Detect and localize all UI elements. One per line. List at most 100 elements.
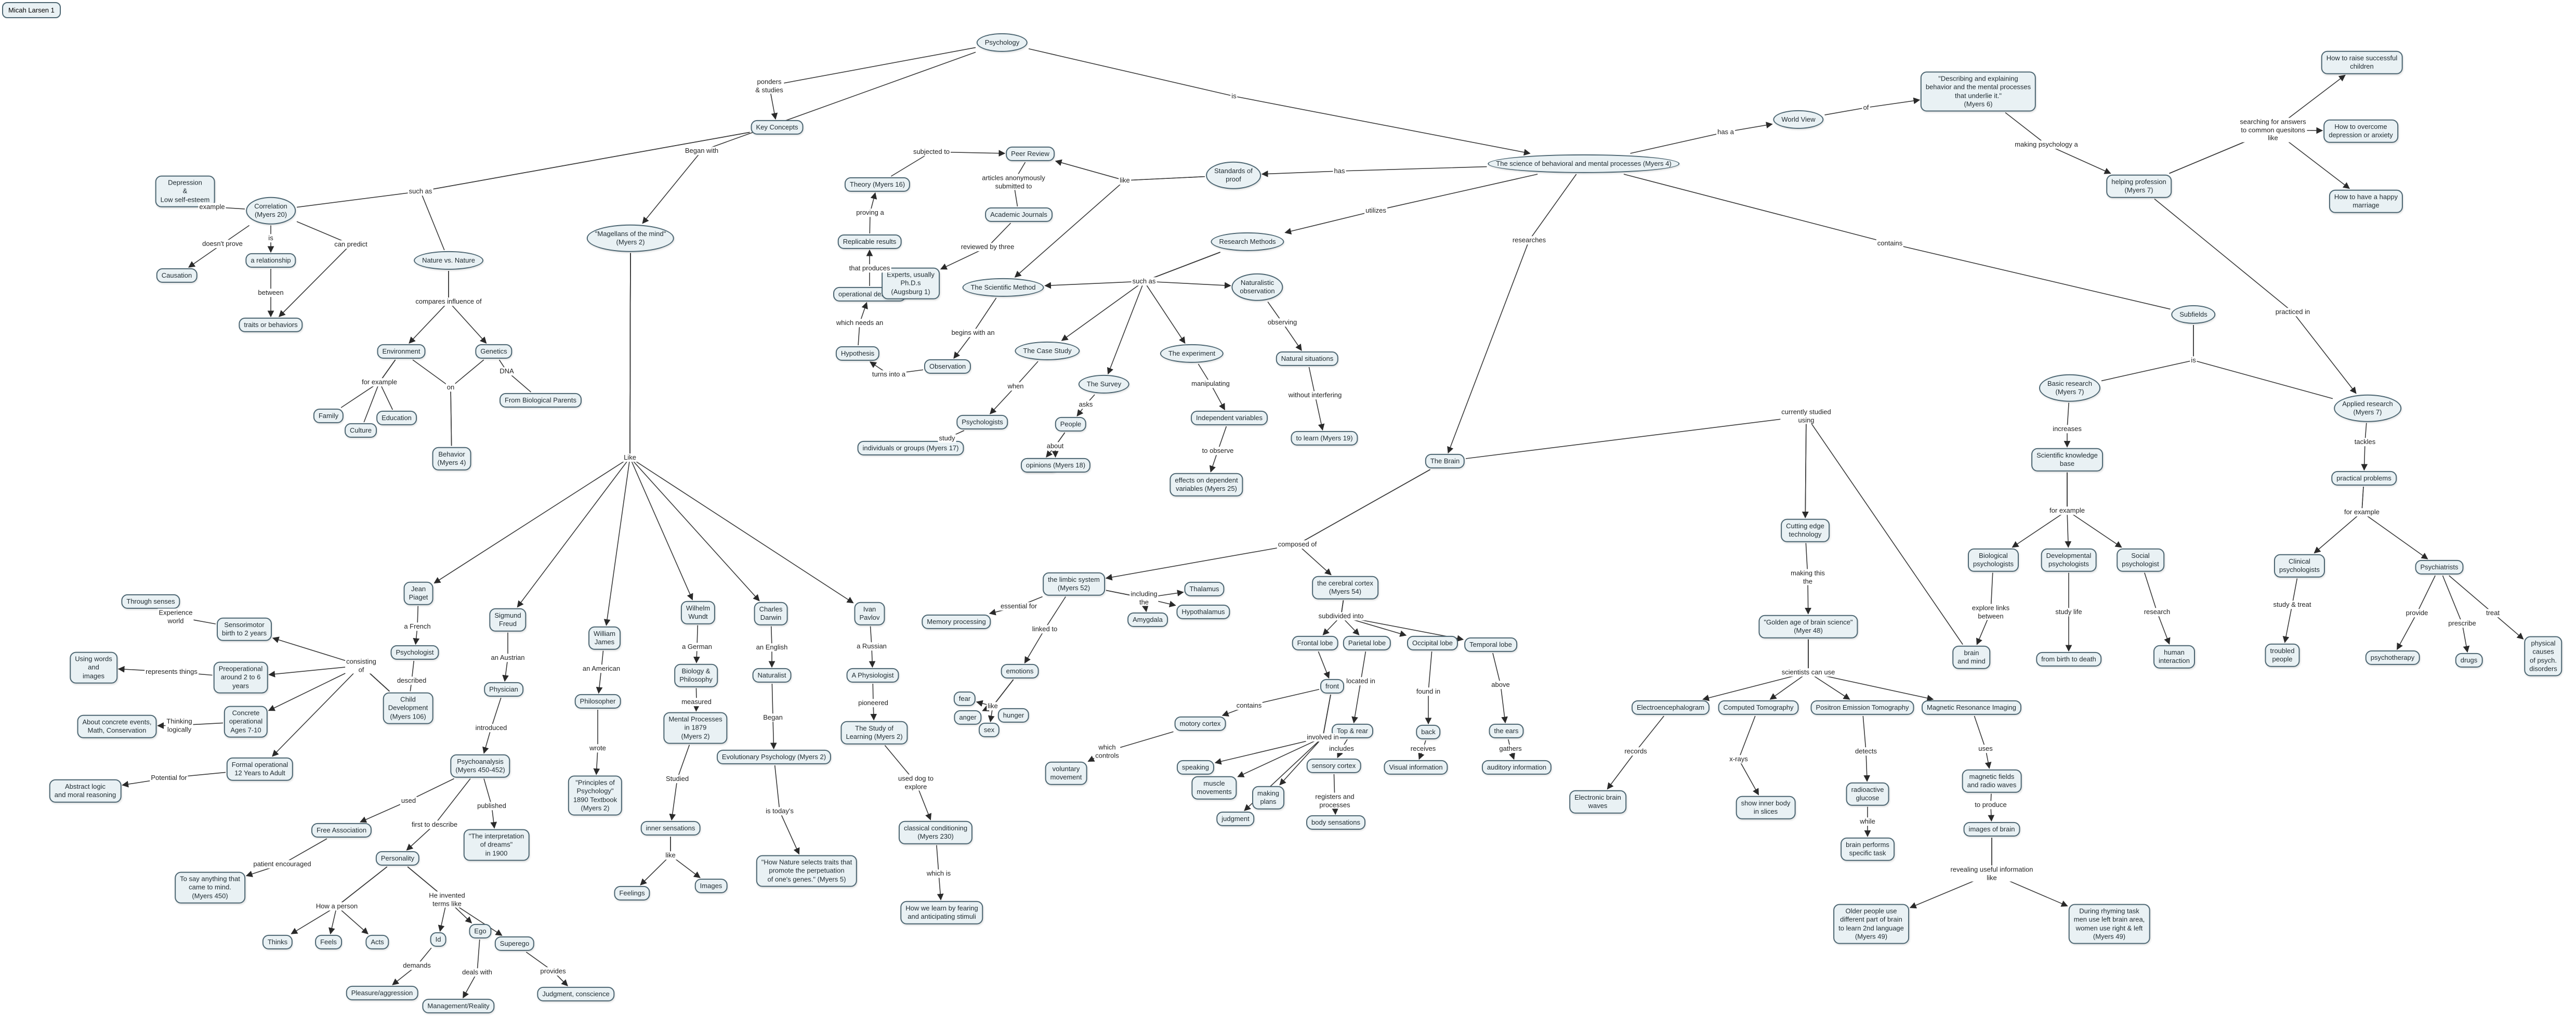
concept-node-opinions[interactable]: opinions (Myers 18): [1020, 458, 1091, 473]
concept-node-management[interactable]: Management/Reality: [422, 998, 495, 1014]
concept-node-tolearn[interactable]: to learn (Myers 19): [1291, 431, 1358, 446]
concept-node-mri[interactable]: Magnetic Resonance Imaging: [1922, 700, 2021, 715]
concept-node-making[interactable]: making plans: [1252, 786, 1284, 810]
concept-node-sensory[interactable]: sensory cortex: [1306, 758, 1361, 774]
concept-node-speaking[interactable]: speaking: [1176, 760, 1215, 775]
concept-node-hunger[interactable]: hunger: [997, 708, 1030, 723]
concept-node-acts[interactable]: Acts: [365, 934, 389, 950]
concept-node-subfields[interactable]: Subfields: [2171, 305, 2216, 324]
concept-node-biopsych[interactable]: Biological psychologists: [1967, 548, 2019, 572]
concept-node-psychoanalysis[interactable]: Psychoanalysis (Myers 450-452): [450, 754, 510, 778]
concept-node-principles[interactable]: "Principles of Psychology" 1890 Textbook…: [568, 775, 623, 816]
concept-node-theory[interactable]: Theory (Myers 16): [844, 177, 911, 192]
concept-node-culture[interactable]: Culture: [345, 423, 377, 438]
concept-node-hownature[interactable]: "How Nature selects traits that promote …: [756, 855, 858, 887]
concept-node-psychologistp[interactable]: Psychologist: [390, 645, 439, 660]
concept-node-experts[interactable]: Experts, usually Ph.D.s (Augsburg 1): [882, 267, 940, 299]
concept-node-occipital[interactable]: Occipital lobe: [1407, 635, 1458, 651]
concept-node-effects[interactable]: effects on dependent variables (Myers 25…: [1169, 473, 1243, 497]
concept-node-basic[interactable]: Basic research (Myers 7): [2039, 374, 2100, 402]
concept-node-muscle[interactable]: muscle movements: [1191, 776, 1237, 800]
concept-node-nvn[interactable]: Nature vs. Nature: [414, 251, 483, 270]
concept-node-people[interactable]: People: [1055, 416, 1087, 432]
concept-node-drugs[interactable]: drugs: [2455, 653, 2483, 668]
concept-node-auditory[interactable]: auditory information: [1481, 760, 1552, 775]
concept-node-james[interactable]: William James: [588, 626, 621, 650]
concept-node-concrete[interactable]: Concrete operational Ages 7-10: [224, 706, 268, 738]
concept-node-hypo[interactable]: Hypothesis: [835, 346, 880, 361]
concept-node-personality[interactable]: Personality: [375, 851, 420, 866]
concept-node-indep[interactable]: Independent variables: [1191, 410, 1268, 426]
concept-node-key[interactable]: Key Concepts: [751, 120, 804, 135]
concept-node-skb[interactable]: Scientific knowledge base: [2031, 448, 2103, 472]
concept-node-natobs[interactable]: Naturalistic observation: [1231, 273, 1283, 301]
concept-node-socpsych[interactable]: Social psychologist: [2117, 548, 2164, 572]
concept-node-anger[interactable]: anger: [954, 710, 982, 725]
concept-node-older[interactable]: Older people use different part of brain…: [1833, 904, 1909, 944]
concept-node-judgcons[interactable]: Judgment, conscience: [537, 986, 615, 1002]
concept-node-darwin[interactable]: Charles Darwin: [754, 602, 788, 626]
concept-node-env[interactable]: Environment: [377, 344, 426, 359]
concept-node-words[interactable]: Using words and images: [70, 652, 117, 684]
concept-node-psychotherapy[interactable]: psychotherapy: [2365, 650, 2420, 666]
concept-node-images[interactable]: images of brain: [1963, 822, 2020, 837]
concept-node-pavlov[interactable]: Ivan Pavlov: [854, 602, 885, 626]
concept-node-feelings[interactable]: Feelings: [614, 885, 650, 901]
concept-node-bioparents[interactable]: From Biological Parents: [500, 393, 582, 408]
concept-node-brainmind[interactable]: brain and mind: [1952, 645, 1991, 669]
concept-node-front[interactable]: front: [1320, 679, 1345, 694]
concept-node-survey[interactable]: The Survey: [1078, 374, 1130, 394]
concept-node-sensorimotor[interactable]: Sensorimotor birth to 2 years: [217, 617, 272, 641]
concept-node-science[interactable]: The science of behavioral and mental pro…: [1488, 154, 1680, 174]
concept-node-psychologists[interactable]: Psychologists: [956, 414, 1008, 430]
concept-node-parietal[interactable]: Parietal lobe: [1343, 635, 1391, 651]
concept-node-family[interactable]: Family: [313, 408, 344, 424]
concept-node-mental1879[interactable]: Mental Processes in 1879 (Myers 2): [663, 712, 728, 744]
concept-node-evo[interactable]: Evolutionary Psychology (Myers 2): [716, 749, 832, 765]
concept-node-biophil[interactable]: Biology & Philosophy: [674, 663, 718, 687]
concept-node-back[interactable]: back: [1416, 724, 1441, 740]
concept-node-troubled[interactable]: troubled people: [2265, 643, 2300, 667]
concept-node-pleasure[interactable]: Pleasure/aggression: [346, 985, 418, 1001]
concept-node-emotions[interactable]: emotions: [1001, 663, 1039, 679]
concept-node-obs[interactable]: Observation: [924, 359, 971, 374]
concept-node-gen[interactable]: Genetics: [475, 344, 512, 359]
concept-node-psych[interactable]: Psychology: [976, 33, 1028, 53]
concept-node-temporal[interactable]: Temporal lobe: [1464, 637, 1517, 653]
concept-node-sm[interactable]: The Scientific Method: [962, 278, 1044, 297]
concept-node-worldview[interactable]: World View: [1773, 110, 1824, 129]
concept-node-experiment[interactable]: The experiment: [1160, 344, 1224, 363]
concept-node-peer[interactable]: Peer Review: [1006, 146, 1055, 162]
concept-node-cortex[interactable]: the cerebral cortex (Myers 54): [1312, 576, 1378, 600]
concept-node-during[interactable]: During rhyming task men use left brain a…: [2068, 904, 2150, 944]
concept-node-limbic[interactable]: the limbic system (Myers 52): [1043, 572, 1105, 596]
concept-node-thinks[interactable]: Thinks: [262, 934, 293, 950]
concept-node-physcauses[interactable]: physical causes of psych. disorders: [2524, 636, 2562, 676]
concept-node-brainperf[interactable]: brain performs specific task: [1841, 837, 1895, 861]
concept-node-frontal[interactable]: Frontal lobe: [1292, 635, 1338, 651]
concept-node-imagesw[interactable]: Images: [694, 878, 728, 894]
concept-node-formal[interactable]: Formal operational 12 Years to Adult: [226, 757, 294, 781]
concept-node-psychiatrists[interactable]: Psychiatrists: [2415, 559, 2464, 575]
concept-node-traits[interactable]: traits or behaviors: [239, 317, 303, 333]
concept-node-relationship[interactable]: a relationship: [245, 253, 296, 268]
concept-node-birthdeath[interactable]: from birth to death: [2036, 652, 2101, 667]
concept-node-superego[interactable]: Superego: [494, 936, 535, 952]
concept-node-magellan[interactable]: "Magellans of the mind" (Myers 2): [586, 224, 675, 252]
concept-node-humanint[interactable]: human interaction: [2153, 645, 2195, 669]
concept-node-marriage[interactable]: How to have a happy marriage: [2329, 189, 2403, 213]
concept-node-feels[interactable]: Feels: [315, 934, 342, 950]
concept-node-dreams[interactable]: "The interpretation of dreams" in 1900: [463, 829, 530, 861]
concept-node-journals[interactable]: Academic Journals: [985, 207, 1053, 223]
concept-node-practical[interactable]: practical problems: [2331, 471, 2397, 486]
concept-node-causation[interactable]: Causation: [156, 268, 198, 283]
concept-node-freud[interactable]: Sigmund Freud: [489, 608, 527, 632]
concept-node-stdproof[interactable]: Standards of proof: [1206, 161, 1261, 189]
concept-node-voluntary[interactable]: voluntary movement: [1045, 761, 1087, 785]
concept-node-concretemath[interactable]: About concrete events, Math, Conservatio…: [77, 714, 157, 738]
concept-node-indiv[interactable]: individuals or groups (Myers 17): [857, 440, 964, 456]
concept-node-golden[interactable]: "Golden age of brain science" (Myer 48): [1758, 615, 1858, 639]
concept-node-ears[interactable]: the ears: [1489, 723, 1524, 739]
concept-node-describing[interactable]: "Describing and explaining behavior and …: [1920, 71, 2036, 112]
concept-node-amygdala[interactable]: Amygdala: [1127, 612, 1168, 628]
